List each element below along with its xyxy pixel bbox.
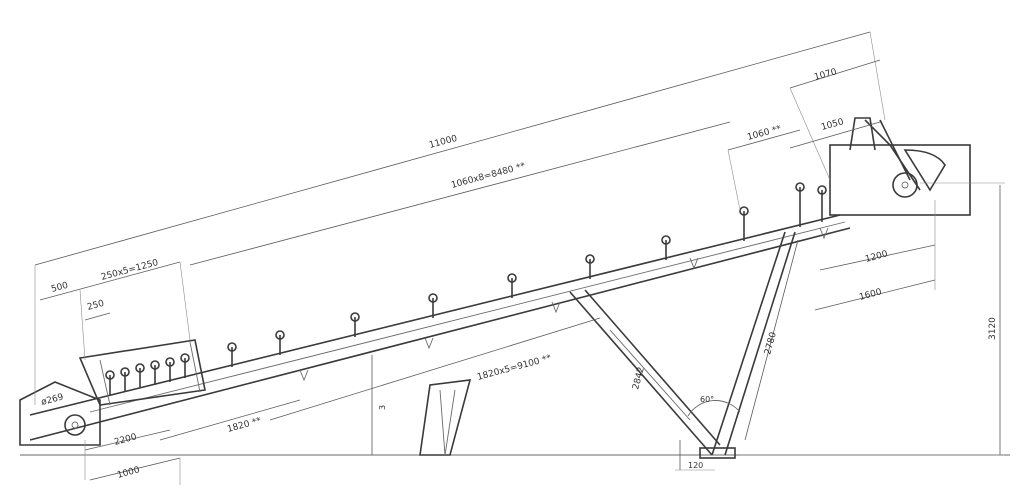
dim-roller-pitch-upper: 1060x8=8480 **	[450, 161, 527, 191]
dim-bottom-2200: 2200	[113, 432, 138, 448]
dim-bottom-1000: 1000	[116, 465, 141, 481]
dim-return-pitch: 1820x5=9100 **	[476, 353, 553, 383]
dim-diameter-269: ø269	[40, 392, 65, 408]
dim-height-3120: 3120	[988, 317, 998, 340]
dim-angle-60: 60°	[700, 395, 714, 404]
tail-pulley	[64, 414, 86, 436]
dim-return-1820: 1820 **	[226, 416, 263, 435]
dim-brace-2780: 2780	[763, 331, 779, 356]
dim-height-1200: 1200	[864, 249, 889, 265]
dim-end-1050: 1050	[820, 117, 845, 133]
dim-foot-120: 120	[688, 461, 703, 470]
dim-top-1070: 1070	[813, 67, 838, 83]
head-box	[829, 144, 971, 216]
conveyor-frame	[19, 117, 971, 446]
return-idlers	[299, 227, 829, 382]
loading-hopper	[78, 339, 206, 406]
head-pulley	[892, 172, 918, 198]
dim-left-500: 500	[50, 281, 69, 295]
low-support	[419, 379, 472, 456]
a-frame-support	[569, 231, 796, 459]
upper-idlers	[105, 182, 827, 395]
dim-height-1600: 1600	[858, 287, 883, 303]
dim-height-3: 3	[378, 405, 387, 410]
dim-pitch-250x5: 250x5=1250	[100, 258, 160, 283]
dim-left-250: 250	[86, 299, 105, 313]
dimension-lines	[34, 31, 1005, 485]
